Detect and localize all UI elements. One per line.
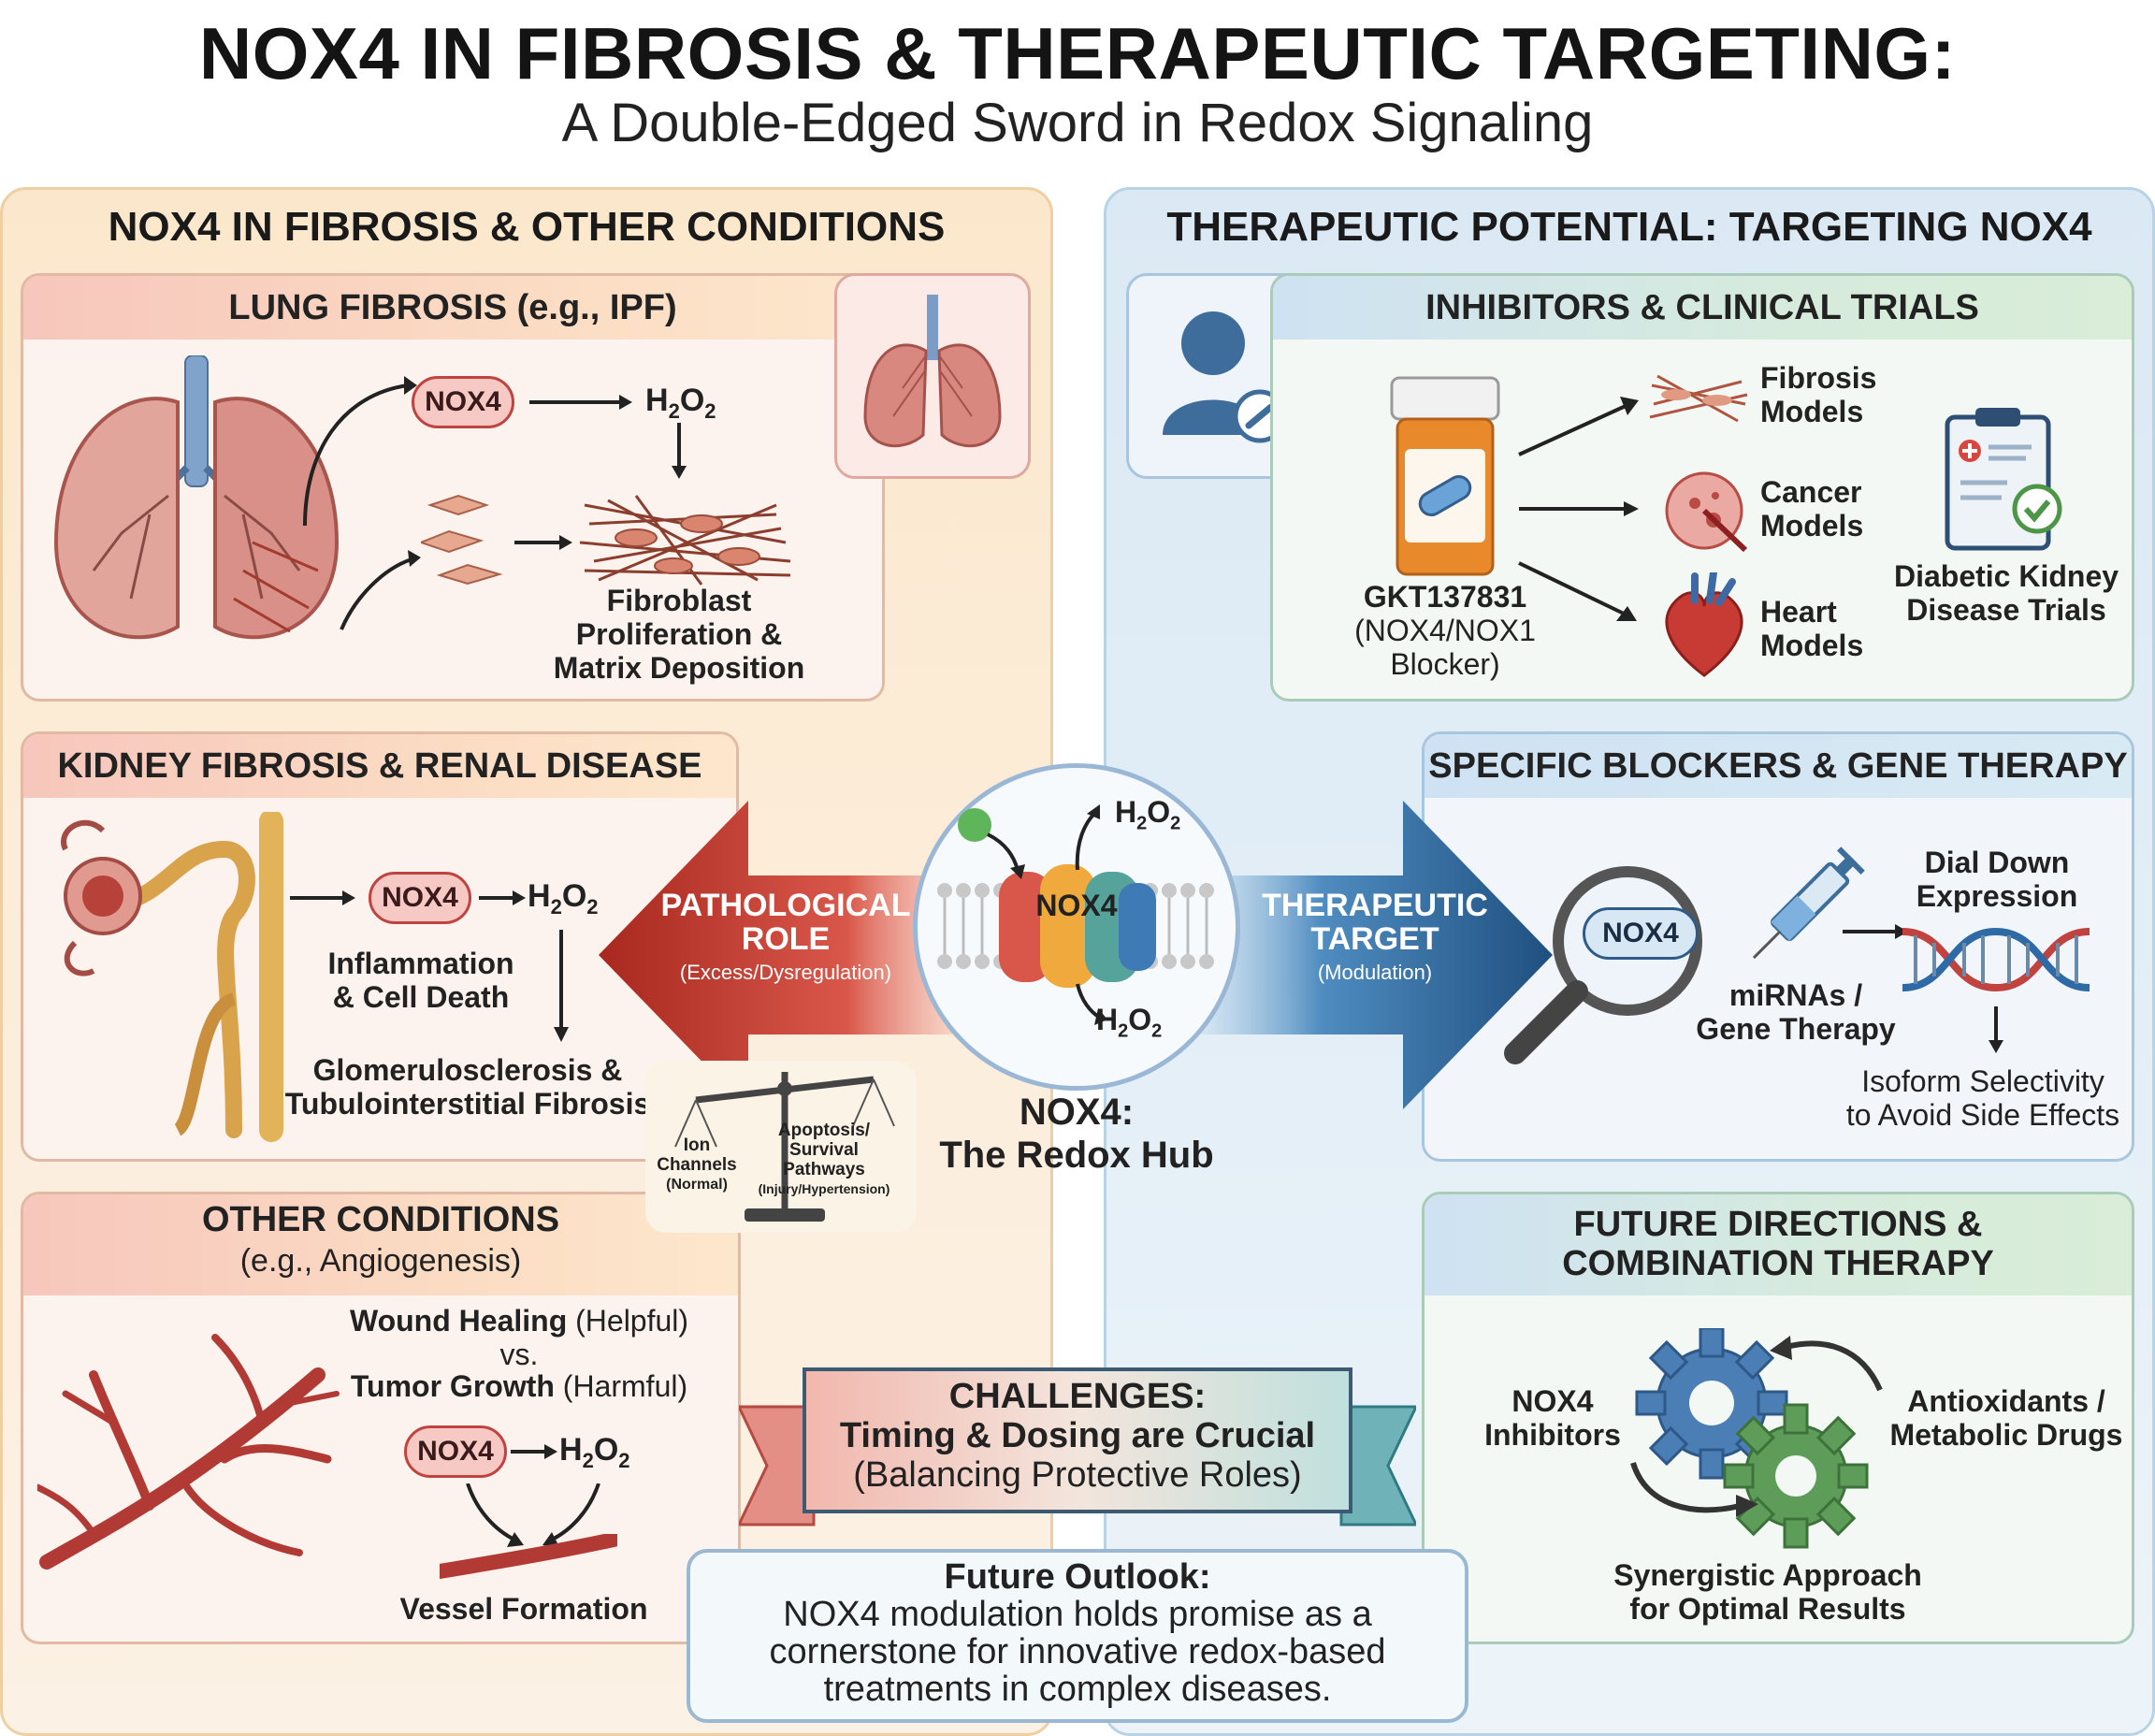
- kidney-arrow-1: [290, 890, 355, 905]
- pathological-role-sub: (Excess/Dysregulation): [679, 961, 892, 984]
- tumor-growth-text: Tumor Growth (Harmful): [350, 1369, 688, 1403]
- other-nox4-pill: NOX4: [404, 1425, 507, 1478]
- therapeutic-target-sub: (Modulation): [1317, 961, 1433, 984]
- gene-panel-title: SPECIFIC BLOCKERS & GENE THERAPY: [1425, 734, 2132, 798]
- nephron-illustration: [61, 812, 283, 1142]
- lung-arrow-2: [340, 550, 421, 630]
- kidney-arrow-down: [554, 930, 569, 1042]
- nox4-membrane-illustration: [937, 804, 1214, 1025]
- hub-title: NOX4:The Redox Hub: [939, 1092, 1214, 1176]
- other-converge-arrows: [466, 1483, 600, 1547]
- drug-branch-arrows: [1518, 397, 1639, 621]
- kidney-effect-text: Inflammation& Cell Death: [327, 947, 514, 1014]
- gene-nox4-pill: NOX4: [1583, 907, 1699, 960]
- future-outlook-text: Future Outlook: NOX4 modulation holds pr…: [769, 1557, 1386, 1709]
- antioxidants-text: Antioxidants /Metabolic Drugs: [1889, 1384, 2123, 1452]
- kidney-result-text: Glomerulosclerosis &Tubulointerstitial F…: [284, 1053, 651, 1121]
- gene-arrow: [1843, 924, 1908, 939]
- kidney-panel-title: KIDNEY FIBROSIS & RENAL DISEASE: [23, 734, 736, 798]
- other-panel-subtitle: (e.g., Angiogenesis): [239, 1243, 522, 1279]
- heart-model-icon: [1665, 572, 1743, 677]
- therapeutic-arrow: [1197, 801, 1553, 1109]
- vessel-formation-text: Vessel Formation: [399, 1592, 648, 1626]
- cancer-model-icon: [1665, 471, 1748, 553]
- cycle-arrow-bottom: [1630, 1462, 1758, 1517]
- other-h2o2-label: H2O2: [559, 1432, 630, 1472]
- hub-h2o2-bottom: H2O2: [1096, 1003, 1163, 1042]
- kidney-h2o2-label: H2O2: [528, 878, 599, 919]
- lung-arrow-1: [529, 395, 632, 410]
- dna-icon: [1902, 927, 2090, 992]
- lung-thumbnail: [834, 273, 1031, 479]
- vessel-formation-icon: [440, 1534, 617, 1579]
- vs-text: vs.: [499, 1338, 539, 1371]
- future-directions-panel: [1422, 1192, 2134, 1644]
- lung-panel-title: LUNG FIBROSIS (e.g., IPF): [23, 276, 882, 340]
- kidney-nox4-pill: NOX4: [369, 872, 471, 924]
- drug-label: GKT137831 (NOX4/NOX1 Blocker): [1354, 580, 1536, 681]
- right-heading: THERAPEUTIC POTENTIAL: TARGETING NOX4: [1166, 204, 2092, 250]
- future-panel-title: FUTURE DIRECTIONS &COMBINATION THERAPY: [1562, 1205, 1994, 1283]
- fibrosis-model-icon: [1649, 374, 1748, 423]
- challenges-text: CHALLENGES: Timing & Dosing are Crucial …: [839, 1377, 1316, 1495]
- syringe-icon: [1752, 846, 1865, 960]
- lung-nox4-pill: NOX4: [412, 376, 514, 428]
- lung-h2o2-label: H2O2: [645, 383, 716, 423]
- page-title: NOX4 IN FIBROSIS & THERAPEUTIC TARGETING…: [198, 12, 1957, 94]
- lung-arrow-down: [672, 423, 687, 479]
- hub-nox4-label: NOX4: [1035, 889, 1118, 922]
- blood-vessel-illustration: [37, 1334, 340, 1570]
- hub-h2o2-top: H2O2: [1115, 795, 1181, 834]
- pill-bottle-icon: [1390, 376, 1500, 576]
- mirna-text: miRNAs /Gene Therapy: [1696, 978, 1896, 1046]
- dna-arrow-down: [1989, 1006, 2003, 1053]
- clipboard-icon: [1945, 408, 2062, 551]
- wound-healing-text: Wound Healing (Helpful): [349, 1304, 689, 1338]
- cycle-arrow-top: [1770, 1336, 1883, 1392]
- balance-scale-icon: [674, 1072, 895, 1222]
- lungs-illustration: [53, 355, 340, 640]
- gears-icon: [1635, 1328, 1869, 1549]
- fibroblast-cells: [421, 494, 791, 586]
- other-conditions-panel: [21, 1192, 741, 1644]
- kidney-arrow-2: [479, 890, 526, 905]
- pathological-arrow: [599, 801, 954, 1109]
- other-arrow-1: [511, 1444, 557, 1459]
- inhibitors-panel-title: INHIBITORS & CLINICAL TRIALS: [1273, 276, 2132, 340]
- future-outlook-box: [687, 1549, 1468, 1723]
- page-subtitle: A Double-Edged Sword in Redox Signaling: [561, 93, 1594, 153]
- challenges-ribbon: [739, 1367, 1416, 1526]
- lung-curve-arrow: [303, 376, 417, 527]
- left-heading: NOX4 IN FIBROSIS & OTHER CONDITIONS: [108, 204, 946, 250]
- lung-thumbnail-icon: [863, 295, 1002, 448]
- other-panel-title: OTHER CONDITIONS: [201, 1200, 560, 1239]
